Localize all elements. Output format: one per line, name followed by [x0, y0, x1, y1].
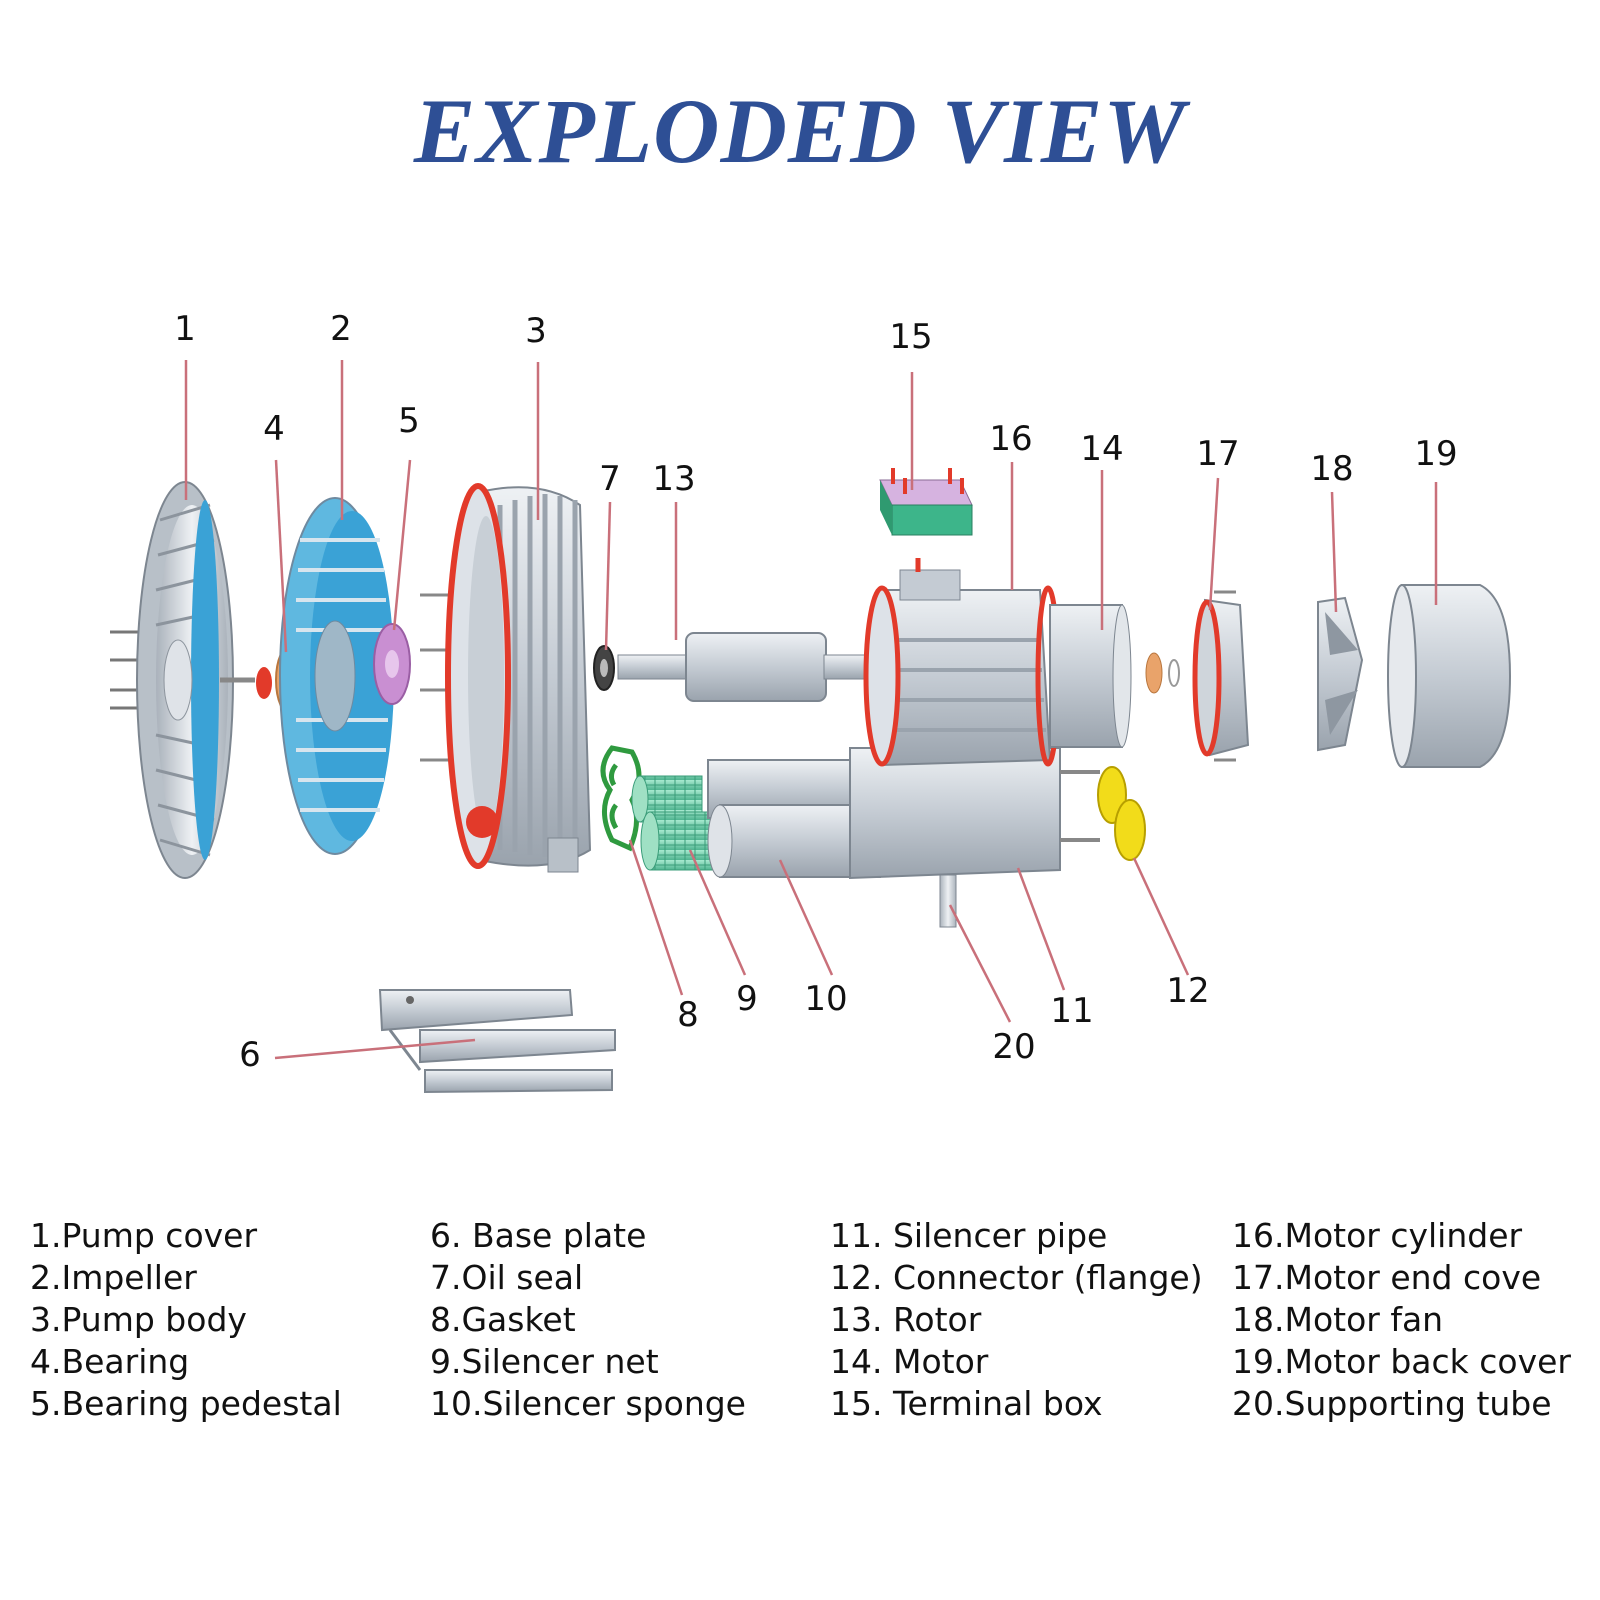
legend-item: 2.Impeller	[30, 1258, 197, 1297]
part-silencer-pipe	[707, 747, 1100, 880]
legend-item: 5.Bearing pedestal	[30, 1384, 342, 1423]
callout-numbers: 1 2 3 4 5 6 7 8 9 10 11 12 13 14 15 16 1…	[174, 309, 1457, 1075]
callout-7: 7	[599, 459, 621, 499]
callout-3: 3	[525, 311, 547, 351]
part-supporting-tube	[939, 874, 957, 928]
part-motor-end-cover	[1145, 590, 1250, 762]
callout-6: 6	[239, 1035, 261, 1075]
callout-15: 15	[889, 317, 932, 357]
callout-19: 19	[1414, 434, 1457, 474]
legend-item: 1.Pump cover	[30, 1216, 258, 1255]
legend-item: 19.Motor back cover	[1232, 1342, 1571, 1381]
legend-item: 12. Connector (flange)	[830, 1258, 1203, 1297]
part-pump-cover	[110, 481, 255, 879]
callout-12: 12	[1166, 971, 1209, 1011]
legend-column-2: 6. Base plate 7.Oil seal 8.Gasket 9.Sile…	[430, 1215, 746, 1425]
part-pump-body	[420, 483, 592, 873]
callout-17: 17	[1196, 434, 1239, 474]
callout-4: 4	[263, 409, 285, 449]
callout-18: 18	[1310, 449, 1353, 489]
part-motor-back-cover	[1387, 584, 1512, 768]
part-impeller	[279, 497, 394, 855]
callout-13: 13	[652, 459, 695, 499]
legend-item: 6. Base plate	[430, 1216, 647, 1255]
part-oil-seal	[593, 645, 615, 691]
callout-1: 1	[174, 309, 196, 349]
legend-item: 15. Terminal box	[830, 1384, 1103, 1423]
legend-item: 11. Silencer pipe	[830, 1216, 1108, 1255]
callout-20: 20	[992, 1027, 1035, 1067]
callout-16: 16	[989, 419, 1032, 459]
legend-item: 9.Silencer net	[430, 1342, 659, 1381]
legend-item: 13. Rotor	[830, 1300, 982, 1339]
legend-item: 20.Supporting tube	[1232, 1384, 1552, 1423]
callout-8: 8	[677, 995, 699, 1035]
callout-2: 2	[330, 309, 352, 349]
part-motor-cylinder	[863, 558, 1061, 767]
legend-item: 14. Motor	[830, 1342, 989, 1381]
callout-5: 5	[398, 401, 420, 441]
legend-item: 7.Oil seal	[430, 1258, 584, 1297]
legend-item: 3.Pump body	[30, 1300, 247, 1339]
legend-item: 18.Motor fan	[1232, 1300, 1444, 1339]
legend-item: 4.Bearing	[30, 1342, 190, 1381]
legend-item: 10.Silencer sponge	[430, 1384, 746, 1423]
legend-column-1: 1.Pump cover 2.Impeller 3.Pump body 4.Be…	[30, 1215, 342, 1425]
page-title: EXPLODED VIEW	[413, 80, 1187, 182]
legend-column-4: 16.Motor cylinder 17.Motor end cove 18.M…	[1232, 1215, 1571, 1425]
legend-item: 16.Motor cylinder	[1232, 1216, 1523, 1255]
part-bearing-pedestal	[373, 623, 411, 705]
legend-item: 8.Gasket	[430, 1300, 576, 1339]
legend-column-3: 11. Silencer pipe 12. Connector (flange)…	[830, 1215, 1203, 1425]
part-terminal-box	[879, 468, 973, 536]
part-rotor	[617, 632, 885, 702]
part-motor-fan	[1317, 596, 1364, 752]
callout-11: 11	[1050, 991, 1093, 1031]
part-connector-flange	[1097, 766, 1146, 861]
part-base-plate	[378, 989, 616, 1094]
callout-9: 9	[736, 979, 758, 1019]
legend-item: 17.Motor end cove	[1232, 1258, 1542, 1297]
callout-14: 14	[1080, 429, 1123, 469]
part-motor	[1049, 604, 1132, 748]
callout-10: 10	[804, 979, 847, 1019]
leader-lines	[184, 360, 1438, 1060]
